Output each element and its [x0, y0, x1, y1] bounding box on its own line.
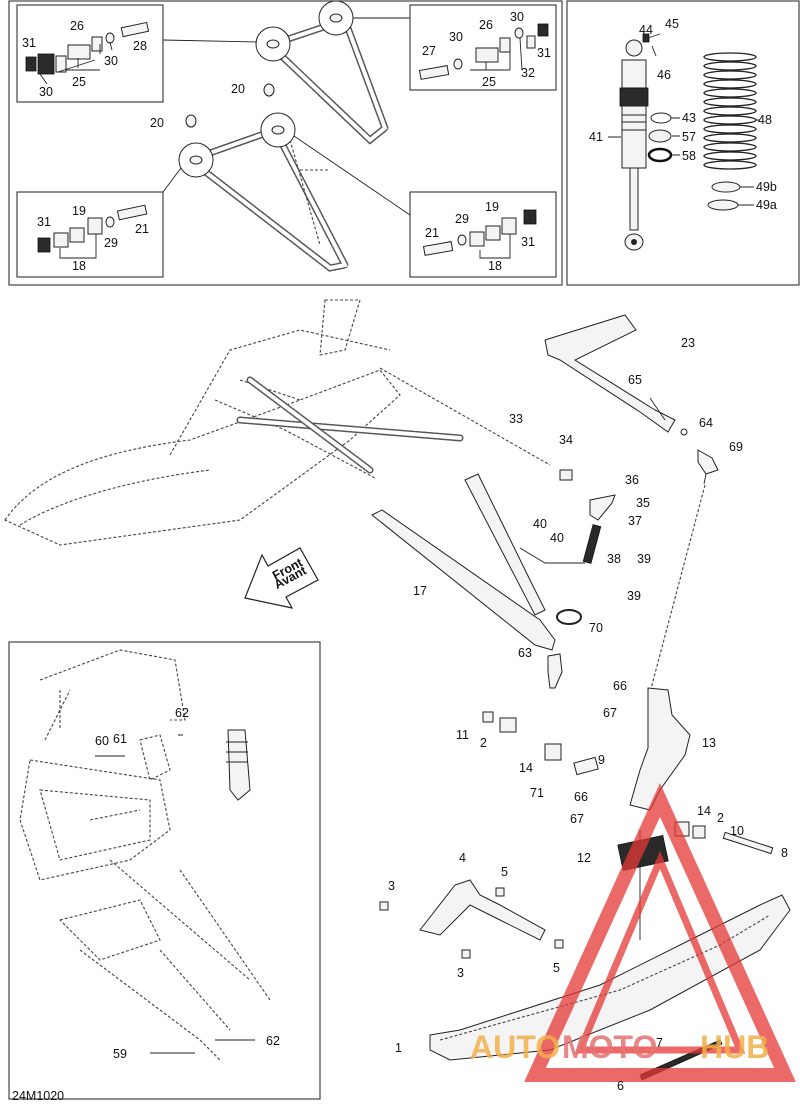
callout-17: 17 — [413, 584, 427, 598]
callout-11: 11 — [456, 728, 469, 742]
callout-45: 45 — [665, 17, 679, 31]
callout-30d: 30 — [449, 30, 463, 44]
callout-69: 69 — [729, 440, 743, 454]
callout-62b: 62 — [266, 1034, 280, 1048]
callout-5a: 5 — [501, 865, 508, 879]
callout-12: 12 — [577, 851, 591, 865]
callout-19b: 19 — [485, 200, 499, 214]
callout-39b: 39 — [627, 589, 641, 603]
bottom-left-panel — [8, 641, 321, 1100]
lower-a-arm — [371, 469, 616, 689]
diagram-code: 24M1020 — [12, 1089, 64, 1103]
callout-70: 70 — [589, 621, 603, 635]
callout-29a: 29 — [104, 236, 118, 250]
callout-3b: 3 — [457, 966, 464, 980]
callout-48: 48 — [758, 113, 772, 127]
callout-41: 41 — [589, 130, 603, 144]
callout-14b: 14 — [697, 804, 711, 818]
callout-31d: 31 — [521, 235, 535, 249]
top-right-panel — [566, 0, 800, 286]
callout-67a: 67 — [603, 706, 617, 720]
callout-71: 71 — [530, 786, 544, 800]
watermark-triangle — [524, 783, 796, 1082]
callout-10: 10 — [730, 824, 744, 838]
callout-39a: 39 — [637, 552, 651, 566]
top-left-panel — [8, 0, 563, 286]
chassis-assembly — [4, 299, 551, 546]
callout-19a: 19 — [72, 204, 86, 218]
callout-65: 65 — [628, 373, 642, 387]
callout-5b: 5 — [553, 961, 560, 975]
callout-30c: 30 — [510, 10, 524, 24]
callout-36: 36 — [625, 473, 639, 487]
callout-4: 4 — [459, 851, 466, 865]
callout-44: 44 — [639, 23, 653, 37]
callout-21b: 21 — [425, 226, 439, 240]
upper-a-arm — [544, 314, 719, 701]
watermark-auto: AUTO — [470, 1029, 560, 1065]
callout-32: 32 — [521, 66, 535, 80]
callout-66b: 66 — [574, 790, 588, 804]
callout-25a: 25 — [72, 75, 86, 89]
callout-37: 37 — [628, 514, 642, 528]
callout-57: 57 — [682, 130, 696, 144]
callout-13: 13 — [702, 736, 716, 750]
callout-26b: 26 — [479, 18, 493, 32]
watermark-hub: HUB — [700, 1029, 769, 1065]
callout-67b: 67 — [570, 812, 584, 826]
callout-2a: 2 — [480, 736, 487, 750]
callout-40b: 40 — [550, 531, 564, 545]
callout-33: 33 — [509, 412, 523, 426]
callout-64: 64 — [699, 416, 713, 430]
callout-59: 59 — [113, 1047, 127, 1061]
callout-43: 43 — [682, 111, 696, 125]
callout-6: 6 — [617, 1079, 624, 1093]
callout-25b: 25 — [482, 75, 496, 89]
callout-62a: 62 — [175, 706, 189, 720]
callout-46: 46 — [657, 68, 671, 82]
callout-20b: 20 — [150, 116, 164, 130]
callout-35: 35 — [636, 496, 650, 510]
callout-30b: 30 — [104, 54, 118, 68]
callout-34: 34 — [559, 433, 573, 447]
callout-8: 8 — [781, 846, 788, 860]
callout-38: 38 — [607, 552, 621, 566]
callout-3a: 3 — [388, 879, 395, 893]
callout-31a: 31 — [22, 36, 36, 50]
callout-30a: 30 — [39, 85, 53, 99]
callout-20a: 20 — [231, 82, 245, 96]
callout-18a: 18 — [72, 259, 86, 273]
callout-27: 27 — [422, 44, 436, 58]
callout-23: 23 — [681, 336, 695, 350]
callout-63: 63 — [518, 646, 532, 660]
callout-2b: 2 — [717, 811, 724, 825]
callout-58: 58 — [682, 149, 696, 163]
callout-21a: 21 — [135, 222, 149, 236]
callout-61: 61 — [113, 732, 127, 746]
callout-60: 60 — [95, 734, 109, 748]
callout-7: 7 — [656, 1036, 663, 1050]
watermark-moto: MOTO — [562, 1029, 657, 1065]
callout-66a: 66 — [613, 679, 627, 693]
callout-26a: 26 — [70, 19, 84, 33]
callout-18b: 18 — [488, 259, 502, 273]
callout-9: 9 — [598, 753, 605, 767]
callout-14a: 14 — [519, 761, 533, 775]
callout-29b: 29 — [455, 212, 469, 226]
callout-labels: 26 28 31 30 25 30 26 30 30 27 31 32 25 2… — [22, 10, 788, 1093]
front-direction-arrow — [244, 547, 319, 609]
callout-49b: 49b — [756, 180, 777, 194]
callout-40a: 40 — [533, 517, 547, 531]
callout-31b: 31 — [537, 46, 551, 60]
callout-28: 28 — [133, 39, 147, 53]
callout-1: 1 — [395, 1041, 402, 1055]
callout-49a: 49a — [756, 198, 777, 212]
callout-31c: 31 — [37, 215, 51, 229]
